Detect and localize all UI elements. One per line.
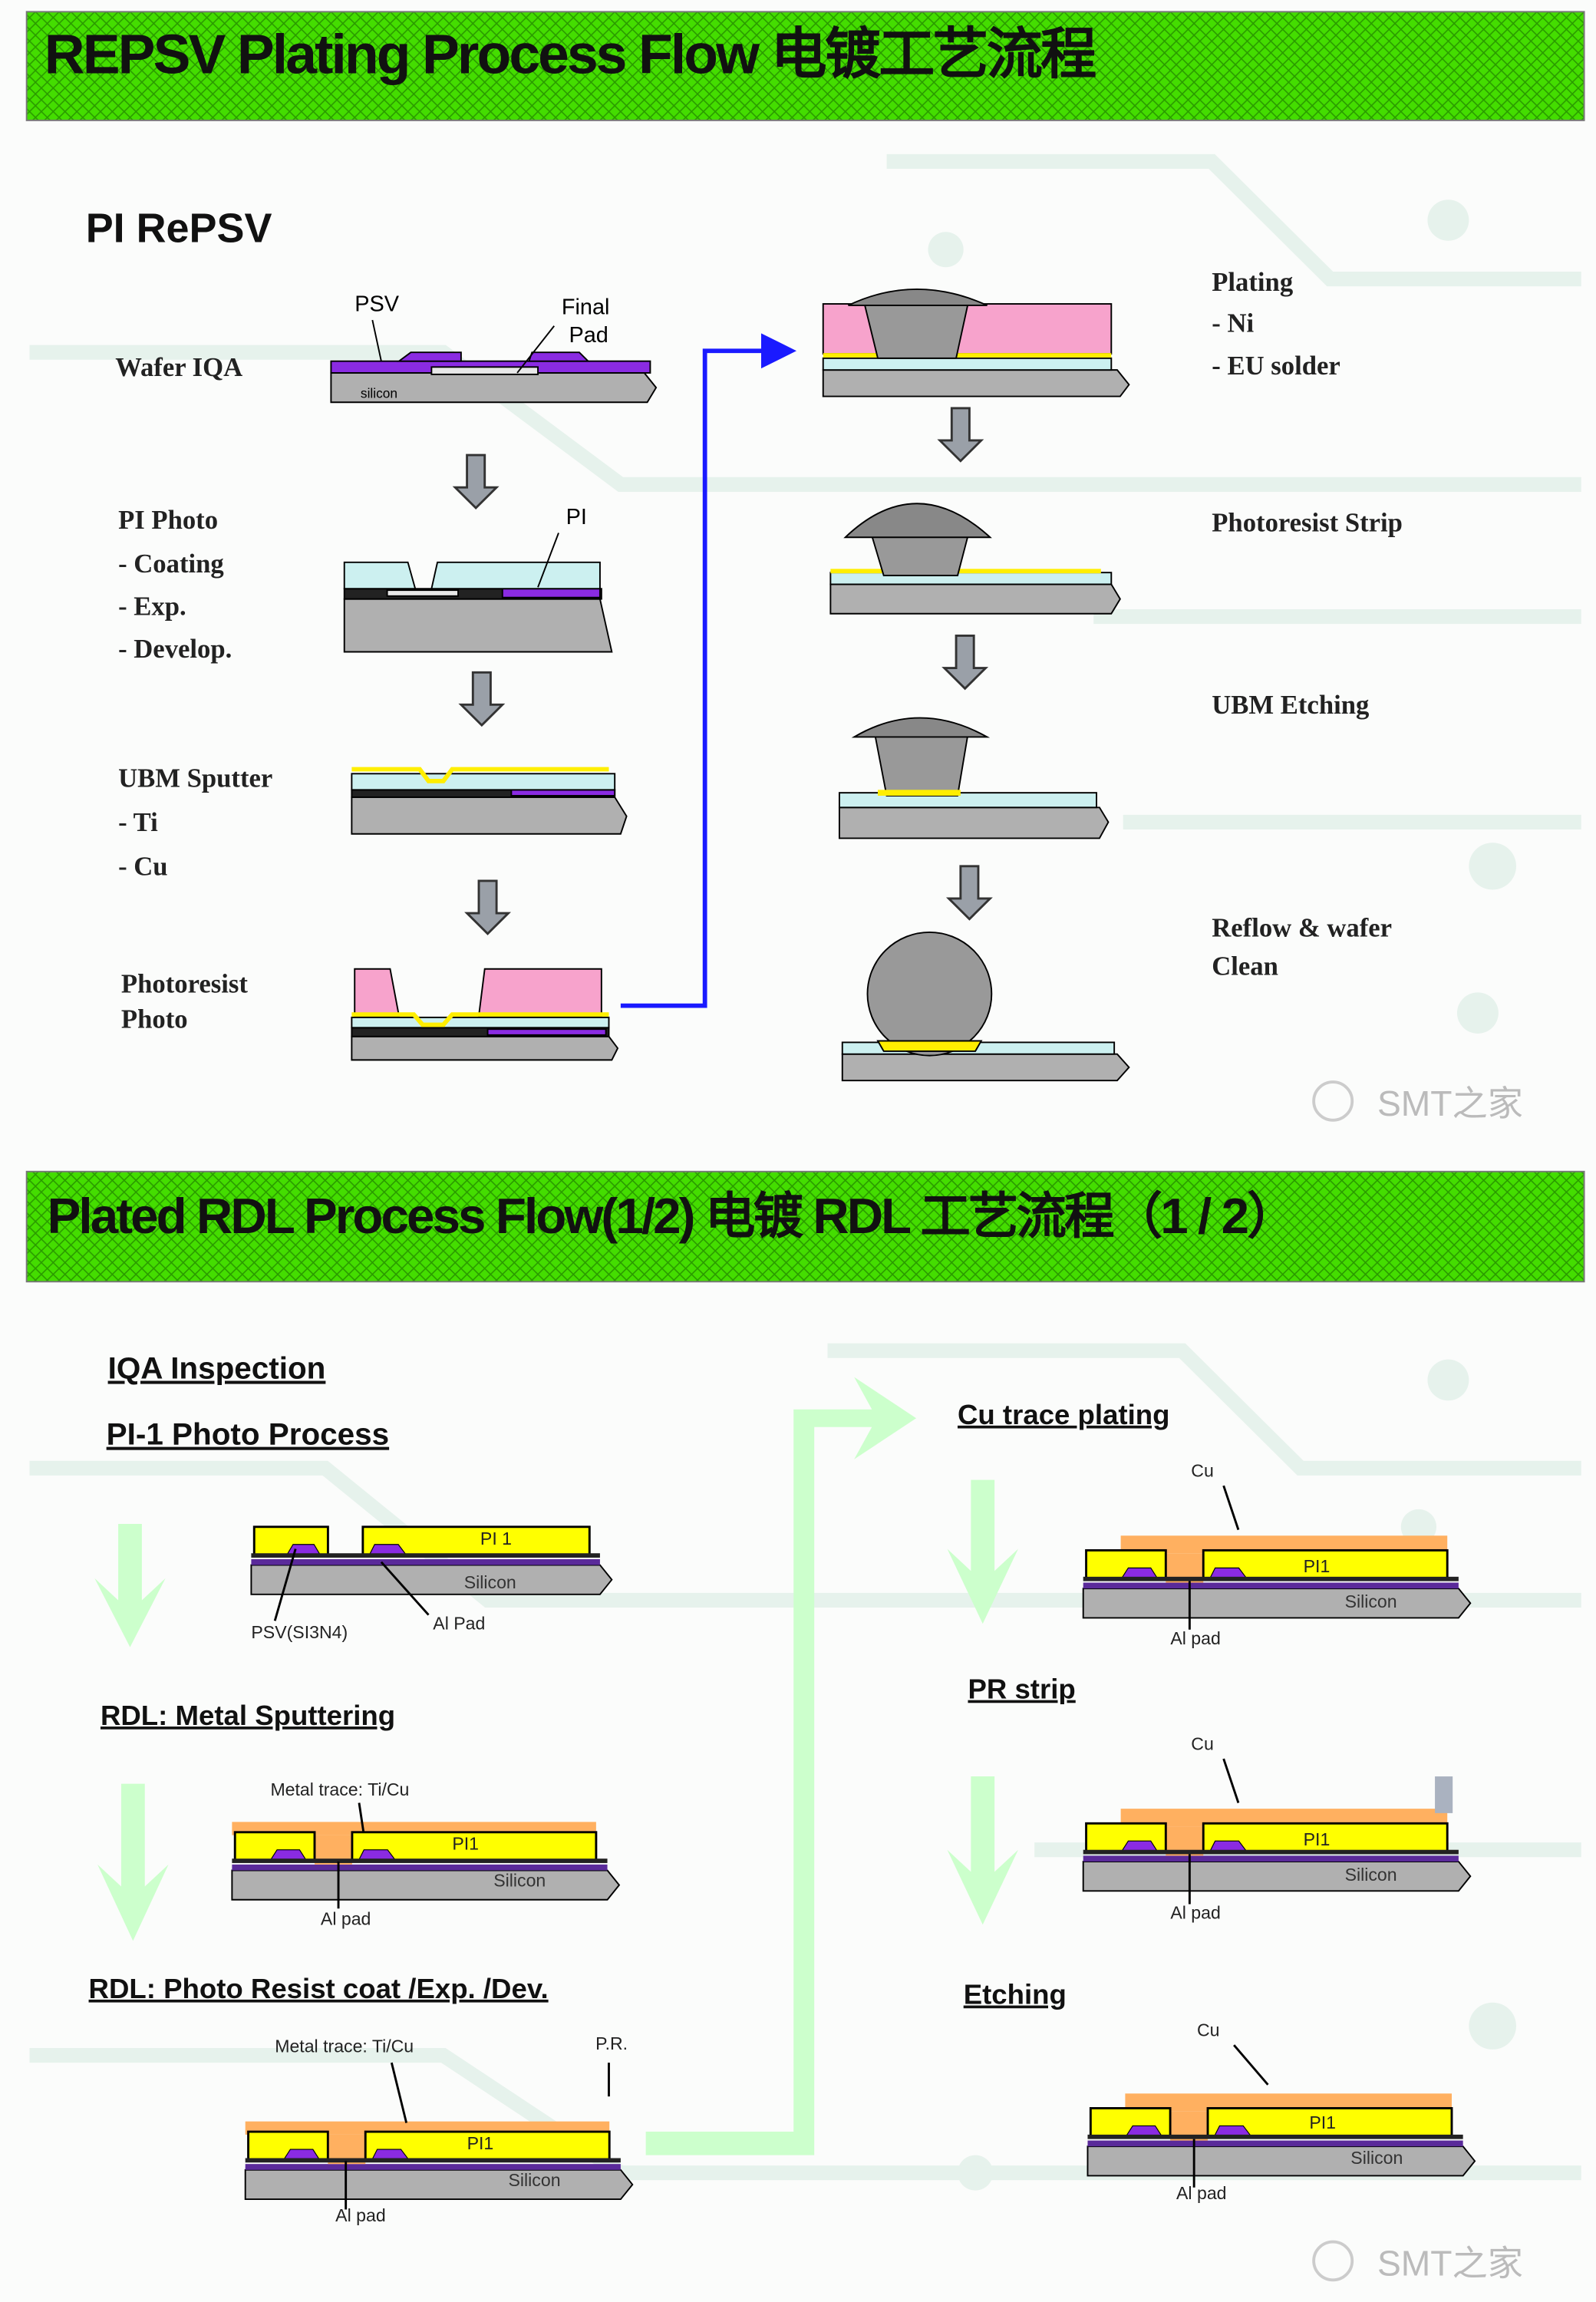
flow-arrow-green xyxy=(645,1377,917,2155)
label-pi: PI xyxy=(566,505,587,529)
label-metal-trace: Metal trace: Ti/Cu xyxy=(270,1779,409,1799)
step-photo-resist: RDL: Photo Resist coat /Exp. /Dev. xyxy=(89,1973,549,2004)
diagram-plating xyxy=(822,288,1130,397)
rdl-diagrams xyxy=(231,1485,1476,2210)
banner-1: REPSV Plating Process Flow 电镀工艺流程 xyxy=(25,11,1585,121)
section-subtitle: PI RePSV xyxy=(86,206,272,252)
step-reflow: Reflow & wafer xyxy=(1212,914,1392,943)
banner-2-title: Plated RDL Process Flow(1/2) 电镀 RDL 工艺流程… xyxy=(48,1188,1295,1244)
label-psv: PSV(SI3N4) xyxy=(251,1622,348,1642)
label-silicon: Silicon xyxy=(509,2170,561,2190)
down-arrow-icon xyxy=(947,1479,1018,1624)
step-plating-sub: - Ni xyxy=(1212,308,1254,338)
label-pi1: PI1 xyxy=(467,2133,494,2153)
label-pi1: PI1 xyxy=(1304,1556,1331,1576)
step-pi-photo-sub: - Exp. xyxy=(118,592,186,622)
diagram-pr-strip xyxy=(1082,1758,1472,1905)
circuit-dots xyxy=(928,200,1516,2191)
watermark-text: SMT之家 xyxy=(1377,2244,1523,2284)
down-arrows-section1 xyxy=(452,407,993,935)
diagram-pi1-photo xyxy=(250,1525,613,1621)
diagram-reflow xyxy=(841,931,1130,1082)
rdl-labels: PI 1 Silicon PSV(SI3N4) Al Pad Metal tra… xyxy=(251,1461,1403,2225)
step-wafer-iqa: Wafer IQA xyxy=(115,353,242,382)
label-silicon: silicon xyxy=(361,386,397,401)
step-plating: Plating xyxy=(1212,268,1293,297)
diagram-wafer-iqa xyxy=(330,319,658,404)
label-silicon: Silicon xyxy=(1345,1865,1397,1885)
step-ubm-sub: - Cu xyxy=(118,852,168,881)
step-cu-plating: Cu trace plating xyxy=(958,1399,1170,1430)
label-silicon: Silicon xyxy=(464,1572,516,1592)
diagram-etching xyxy=(1087,2044,1476,2188)
down-arrow-icon xyxy=(945,865,993,921)
down-arrow-icon xyxy=(97,1783,169,1941)
watermark-text: SMT之家 xyxy=(1377,1083,1523,1123)
label-al-pad: Al pad xyxy=(335,2205,385,2225)
down-arrow-icon xyxy=(458,671,506,727)
down-arrow-icon xyxy=(464,879,512,935)
watermark-1: SMT之家 xyxy=(1312,1080,1523,1123)
step-photoresist-strip: Photoresist Strip xyxy=(1212,509,1403,538)
down-arrow-icon xyxy=(452,453,500,510)
step-iqa-inspection: IQA Inspection xyxy=(108,1351,326,1386)
flow-arrow-blue xyxy=(620,333,797,1008)
label-metal-trace: Metal trace: Ti/Cu xyxy=(275,2037,414,2056)
down-arrow-icon xyxy=(94,1523,166,1647)
diagram-pi-photo xyxy=(343,533,613,653)
watermark-2: SMT之家 xyxy=(1312,2240,1523,2284)
step-etching: Etching xyxy=(964,1979,1067,2010)
step-plating-sub: - EU solder xyxy=(1212,351,1340,381)
step-photoresist-photo-2: Photo xyxy=(121,1004,188,1034)
down-arrow-icon xyxy=(937,407,984,463)
down-arrow-icon xyxy=(947,1776,1018,1925)
wechat-icon xyxy=(1312,2240,1354,2282)
diagram-metal-sputtering xyxy=(231,1802,621,1909)
green-flow-arrows xyxy=(94,1377,1018,2155)
label-silicon: Silicon xyxy=(1345,1591,1397,1611)
label-cu: Cu xyxy=(1191,1461,1214,1481)
label-al-pad: Al pad xyxy=(1170,1628,1220,1648)
diagram-cu-plating xyxy=(1082,1485,1472,1630)
label-al-pad: Al pad xyxy=(1176,2183,1226,2203)
label-pi1: PI 1 xyxy=(480,1529,512,1548)
label-psv: PSV xyxy=(354,292,400,317)
step-pr-strip: PR strip xyxy=(968,1674,1075,1705)
step-pi-photo: PI Photo xyxy=(118,506,218,535)
label-cu: Cu xyxy=(1191,1734,1214,1754)
banner-1-title: REPSV Plating Process Flow 电镀工艺流程 xyxy=(45,24,1096,86)
label-cu: Cu xyxy=(1197,2020,1220,2040)
diagram-ubm-sputter xyxy=(351,767,628,835)
label-pad: Pad xyxy=(569,323,608,348)
step-pi1-photo: PI-1 Photo Process xyxy=(107,1417,389,1452)
label-al-pad: Al Pad xyxy=(433,1614,485,1634)
step-photoresist-photo: Photoresist xyxy=(121,969,248,998)
step-ubm-etching: UBM Etching xyxy=(1212,691,1369,720)
diagram-photo-resist xyxy=(244,2062,634,2210)
diagram-photoresist-strip xyxy=(829,503,1121,615)
label-pi1: PI1 xyxy=(452,1834,479,1854)
down-arrow-icon xyxy=(941,635,989,691)
label-al-pad: Al pad xyxy=(321,1908,371,1928)
step-metal-sputtering: RDL: Metal Sputtering xyxy=(101,1700,395,1731)
label-al-pad: Al pad xyxy=(1170,1903,1220,1923)
step-pi-photo-sub: - Coating xyxy=(118,549,224,579)
wechat-icon xyxy=(1312,1080,1354,1122)
banner-2: Plated RDL Process Flow(1/2) 电镀 RDL 工艺流程… xyxy=(25,1170,1585,1283)
step-ubm-sub: - Ti xyxy=(118,808,158,837)
label-silicon: Silicon xyxy=(1350,2148,1403,2168)
step-ubm-sputter: UBM Sputter xyxy=(118,764,272,793)
step-reflow-2: Clean xyxy=(1212,952,1278,981)
label-final: Final xyxy=(562,295,610,320)
diagram-photoresist-photo xyxy=(351,968,619,1061)
label-pi1: PI1 xyxy=(1309,2112,1336,2132)
step-pi-photo-sub: - Develop. xyxy=(118,635,232,664)
label-pi1: PI1 xyxy=(1304,1829,1331,1849)
label-pr: P.R. xyxy=(595,2033,628,2053)
diagram-ubm-etching xyxy=(838,717,1110,839)
label-silicon: Silicon xyxy=(493,1871,546,1891)
